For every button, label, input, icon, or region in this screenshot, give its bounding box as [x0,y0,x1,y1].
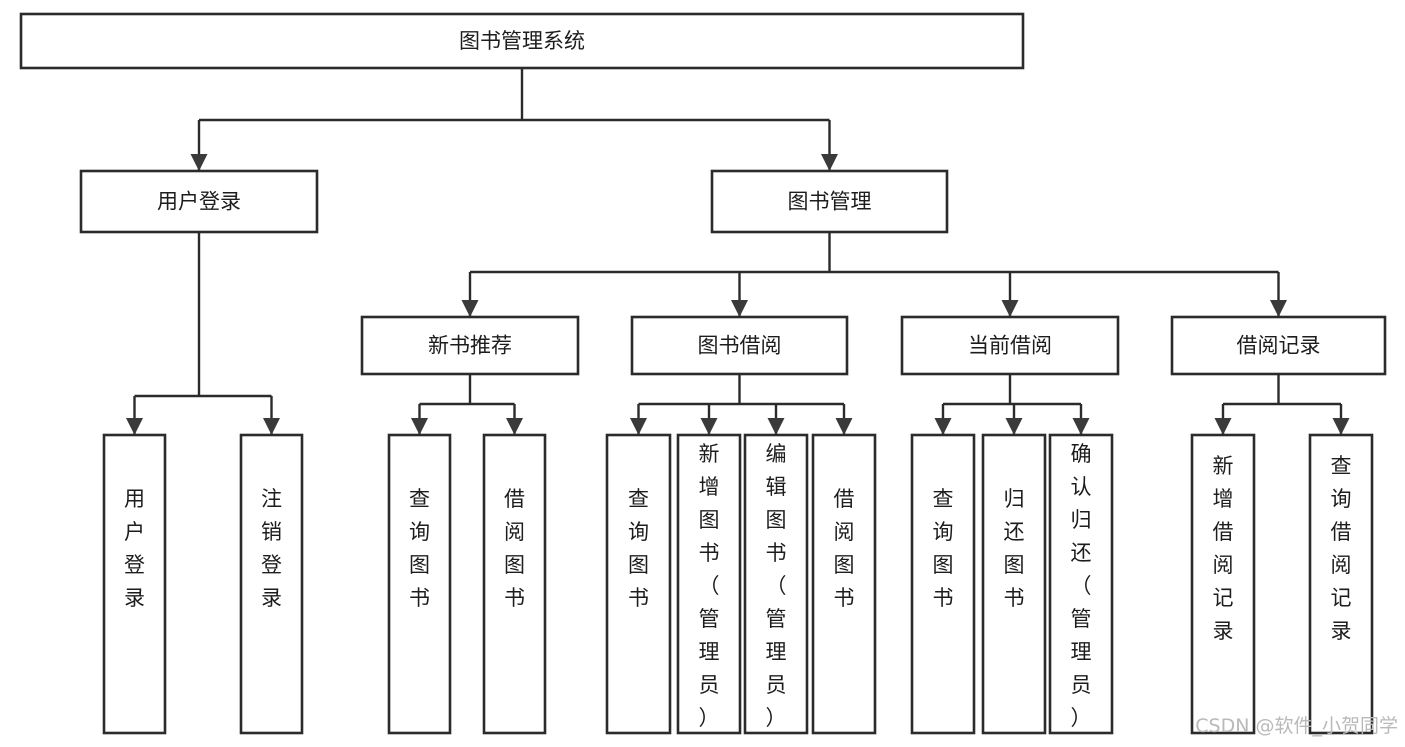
node-leaf-edit-book-admin[interactable]: 编辑图书（管理员） [743,433,809,735]
node-leaf-add-borrow-record[interactable]: 新增借阅记录 [1190,433,1256,735]
node-leaf-confirm-return-admin[interactable]: 确认归还（管理员） [1048,433,1114,735]
node-leaf-query-book-recommend[interactable]: 查询图书 [387,433,452,735]
node-box-leaf-query-book-current [910,433,976,735]
node-box-leaf-edit-book-admin [743,433,809,735]
arrow-head-leaf-return-book [1005,418,1023,435]
node-label-leaf-add-borrow-record: 新增借阅记录 [1213,454,1234,643]
node-label-book-manage: 图书管理 [788,190,872,214]
node-label-user-login: 用户登录 [157,190,241,214]
node-box-leaf-query-book-recommend [387,433,452,735]
node-box-leaf-add-book-admin [676,433,742,735]
node-leaf-user-login[interactable]: 用户登录 [102,433,167,735]
arrow-head-leaf-add-borrow-record [1214,418,1232,435]
node-label-leaf-return-book: 归还图书 [1004,487,1025,610]
arrow-head-leaf-query-borrow-record [1332,418,1350,435]
node-label-leaf-edit-book-admin: 编辑图书（管理员） [766,442,787,730]
arrow-head-leaf-confirm-return-admin [1072,418,1090,435]
arrow-head-leaf-logout [263,418,280,435]
node-leaf-query-book-borrow[interactable]: 查询图书 [605,433,672,735]
node-leaf-query-borrow-record[interactable]: 查询借阅记录 [1308,433,1374,735]
arrow-head-current-borrow [1001,300,1019,317]
node-label-root: 图书管理系统 [459,29,585,53]
node-leaf-return-book[interactable]: 归还图书 [981,433,1047,735]
arrow-head-leaf-user-login [126,418,143,435]
node-box-book-borrow [630,315,849,376]
node-box-borrow-record [1170,315,1387,376]
node-book-manage[interactable]: 图书管理 [710,169,949,234]
node-layer: 图书管理系统用户登录图书管理新书推荐图书借阅当前借阅借阅记录用户登录注销登录查询… [19,12,1387,735]
node-label-leaf-query-borrow-record: 查询借阅记录 [1331,454,1352,643]
node-label-borrow-record: 借阅记录 [1237,334,1321,358]
arrow-head-new-book-recommend [461,300,479,317]
node-label-leaf-query-book-recommend: 查询图书 [409,487,430,610]
node-user-login[interactable]: 用户登录 [79,169,319,234]
node-box-current-borrow [900,315,1120,376]
node-label-leaf-logout: 注销登录 [261,487,282,610]
node-box-leaf-user-login [102,433,167,735]
node-box-leaf-add-borrow-record [1190,433,1256,735]
node-box-leaf-logout [239,433,304,735]
csdn-watermark: CSDN @软件_小贺同学 [1195,715,1398,737]
node-label-leaf-confirm-return-admin: 确认归还（管理员） [1071,442,1092,730]
node-box-leaf-borrow-book [811,433,877,735]
node-leaf-borrow-book[interactable]: 借阅图书 [811,433,877,735]
arrow-head-leaf-query-book-current [934,418,952,435]
node-label-leaf-query-book-borrow: 查询图书 [628,487,649,610]
node-box-leaf-confirm-return-admin [1048,433,1114,735]
arrow-head-leaf-borrow-book [835,418,853,435]
node-label-book-borrow: 图书借阅 [698,334,782,358]
arrow-head-borrow-record [1270,300,1287,317]
node-box-leaf-return-book [981,433,1047,735]
connector-layer [126,68,1350,435]
node-label-leaf-borrow-book-recommend: 借阅图书 [504,487,525,610]
node-label-new-book-recommend: 新书推荐 [428,334,512,358]
node-label-leaf-add-book-admin: 新增图书（管理员） [699,442,720,730]
node-label-leaf-borrow-book: 借阅图书 [834,487,855,610]
node-root[interactable]: 图书管理系统 [19,12,1025,70]
node-borrow-record[interactable]: 借阅记录 [1170,315,1387,376]
arrow-head-leaf-query-book-recommend [411,418,428,435]
node-box-root [19,12,1025,70]
node-label-leaf-user-login: 用户登录 [124,487,145,610]
arrow-head-leaf-edit-book-admin [767,418,785,435]
node-box-book-manage [710,169,949,234]
arrow-head-book-manage [821,154,838,171]
node-leaf-query-book-current[interactable]: 查询图书 [910,433,976,735]
node-label-current-borrow: 当前借阅 [968,334,1052,358]
arrow-head-book-borrow [731,300,748,317]
node-book-borrow[interactable]: 图书借阅 [630,315,849,376]
node-box-user-login [79,169,319,234]
node-label-leaf-query-book-current: 查询图书 [933,487,954,610]
node-box-leaf-query-book-borrow [605,433,672,735]
node-leaf-add-book-admin[interactable]: 新增图书（管理员） [676,433,742,735]
node-new-book-recommend[interactable]: 新书推荐 [360,315,580,376]
arrow-head-leaf-add-book-admin [700,418,718,435]
node-leaf-logout[interactable]: 注销登录 [239,433,304,735]
node-box-leaf-borrow-book-recommend [482,433,547,735]
arrow-head-leaf-query-book-borrow [630,418,647,435]
node-leaf-borrow-book-recommend[interactable]: 借阅图书 [482,433,547,735]
node-box-leaf-query-borrow-record [1308,433,1374,735]
arrow-head-user-login [190,154,208,171]
node-box-new-book-recommend [360,315,580,376]
node-current-borrow[interactable]: 当前借阅 [900,315,1120,376]
arrow-head-leaf-borrow-book-recommend [506,418,523,435]
